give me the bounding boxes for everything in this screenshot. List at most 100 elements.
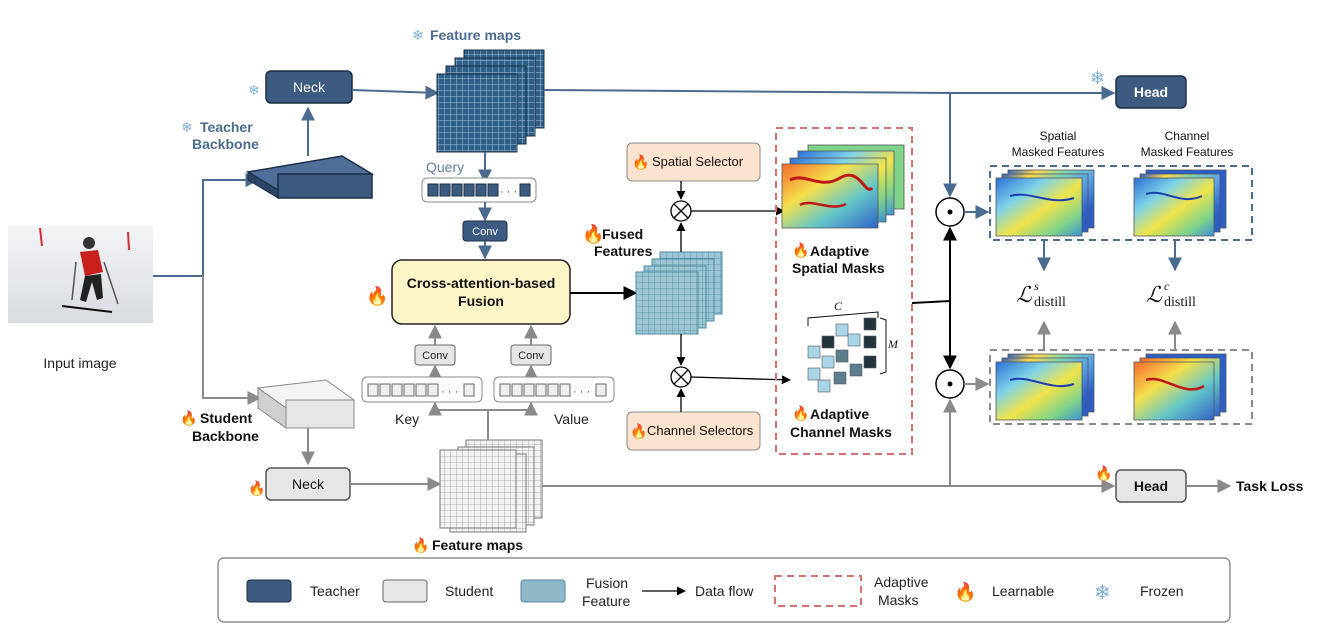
svg-text:Student: Student	[445, 583, 493, 599]
student-spatial-masked-maps	[995, 353, 1095, 421]
spatial-selector: 🔥 Spatial Selector	[626, 142, 761, 182]
frozen-icon: ❄	[248, 82, 260, 98]
svg-text:distill: distill	[1034, 295, 1066, 310]
frozen-icon: ❄	[412, 27, 424, 43]
learnable-icon: 🔥	[630, 423, 647, 440]
key-vector: · · ·	[361, 376, 483, 403]
teacher-feature-maps-label: ❄ Feature maps	[412, 27, 521, 43]
student-head: Head	[1115, 469, 1187, 503]
query-vector: · · ·	[421, 177, 537, 203]
spatial-distill-loss: ℒ s distill	[1016, 279, 1066, 310]
legend-teacher: Teacher	[246, 579, 360, 603]
frozen-icon: ❄	[1094, 582, 1111, 604]
learnable-icon: 🔥	[582, 223, 604, 244]
learnable-icon: 🔥	[792, 405, 809, 422]
svg-text:Head: Head	[1134, 84, 1168, 100]
neck-to-features-arrow	[351, 85, 440, 100]
svg-text:Conv: Conv	[422, 350, 448, 362]
value-conv: Conv	[510, 344, 552, 366]
learnable-icon: 🔥	[366, 285, 388, 306]
student-to-value-arrow	[488, 401, 538, 416]
teacher-feature-maps	[436, 49, 545, 153]
svg-text:Channel Masks: Channel Masks	[790, 424, 892, 440]
svg-text:Conv: Conv	[472, 226, 498, 238]
student-channel-masked-maps	[1133, 353, 1227, 421]
frozen-icon: ❄	[1090, 68, 1105, 88]
learnable-icon: 🔥	[1095, 465, 1112, 482]
learnable-icon: 🔥	[180, 410, 197, 427]
svg-text:Neck: Neck	[293, 79, 326, 95]
teacher-neck: Neck	[265, 70, 353, 104]
student-backbone	[256, 379, 356, 429]
svg-text:· · ·: · · ·	[573, 386, 590, 398]
channel-masked-label-2: Masked Features	[1141, 145, 1234, 159]
svg-text:Learnable: Learnable	[992, 583, 1054, 599]
teacher-channel-masked-maps	[1133, 169, 1227, 237]
svg-text:Fused: Fused	[602, 226, 643, 242]
input-image	[8, 226, 153, 323]
svg-text:Backbone: Backbone	[192, 428, 259, 444]
legend-adaptive-masks: Adaptive Masks	[774, 574, 929, 608]
spatial-mask-maps	[781, 144, 905, 229]
svg-text:Feature maps: Feature maps	[430, 27, 521, 43]
svg-text:ℒ: ℒ	[1016, 282, 1033, 307]
adaptive-masks-box	[775, 127, 913, 455]
masks-out-line	[911, 300, 951, 304]
svg-text:c: c	[1164, 279, 1170, 293]
adaptive-spatial-masks-label: 🔥 Adaptive Spatial Masks	[792, 242, 885, 276]
teacher-backbone-label: ❄ Teacher Backbone	[181, 119, 259, 152]
svg-text:Teacher: Teacher	[310, 583, 360, 599]
adaptive-channel-masks-label: 🔥 Adaptive Channel Masks	[790, 405, 892, 440]
legend-frozen: ❄ Frozen	[1094, 582, 1184, 604]
teacher-to-head-line	[543, 86, 1116, 100]
legend-learnable: 🔥 Learnable	[954, 581, 1054, 602]
svg-text:Adaptive: Adaptive	[874, 574, 929, 590]
student-mask-multiply-node	[935, 369, 965, 399]
student-feature-maps	[439, 439, 543, 533]
svg-text:M: M	[887, 337, 899, 351]
key-conv: Conv	[414, 344, 456, 366]
cross-attention-fusion: Cross-attention-based Fusion	[391, 259, 571, 325]
teacher-backbone	[245, 155, 375, 199]
svg-text:Fusion: Fusion	[586, 575, 628, 591]
legend-fusion-feature: Fusion Feature	[520, 575, 630, 609]
svg-text:Neck: Neck	[292, 476, 325, 492]
student-neck: Neck	[265, 467, 351, 501]
learnable-icon: 🔥	[954, 581, 976, 602]
svg-text:Spatial Masks: Spatial Masks	[792, 260, 885, 276]
learnable-icon: 🔥	[412, 537, 429, 554]
frozen-icon: ❄	[181, 119, 193, 135]
svg-text:· · ·: · · ·	[441, 386, 458, 398]
legend-student: Student	[382, 579, 493, 603]
teacher-head: Head	[1115, 75, 1187, 109]
svg-text:Adaptive: Adaptive	[810, 243, 869, 259]
spatial-masked-label-1: Spatial	[1040, 129, 1077, 143]
learnable-icon: 🔥	[632, 154, 649, 171]
svg-text:Cross-attention-based: Cross-attention-based	[407, 275, 556, 291]
channel-multiply-node	[670, 366, 692, 388]
svg-text:distill: distill	[1164, 295, 1196, 310]
svg-text:Data flow: Data flow	[695, 583, 754, 599]
learnable-icon: 🔥	[792, 242, 809, 259]
fused-features-label: 🔥 Fused Features	[582, 223, 653, 259]
channel-to-masks-arrow	[690, 375, 791, 385]
channel-mask-cube: C M	[807, 299, 899, 393]
spatial-multiply-node	[670, 200, 692, 222]
channel-masked-label-1: Channel	[1165, 129, 1210, 143]
svg-text:Frozen: Frozen	[1140, 583, 1184, 599]
svg-text:· · ·: · · ·	[500, 186, 517, 198]
key-label: Key	[395, 411, 419, 427]
value-label: Value	[554, 411, 589, 427]
task-loss-label: Task Loss	[1236, 478, 1304, 494]
svg-text:Fusion: Fusion	[458, 293, 504, 309]
svg-text:C: C	[834, 299, 843, 313]
input-flow-lines	[153, 173, 262, 405]
svg-text:ℒ: ℒ	[1146, 282, 1163, 307]
fused-features	[635, 251, 723, 335]
svg-text:Backbone: Backbone	[192, 136, 259, 152]
teacher-mask-multiply-node	[935, 197, 965, 227]
svg-text:Teacher: Teacher	[200, 119, 253, 135]
spatial-masked-label-2: Masked Features	[1012, 145, 1105, 159]
channel-distill-loss: ℒ c distill	[1146, 279, 1196, 310]
